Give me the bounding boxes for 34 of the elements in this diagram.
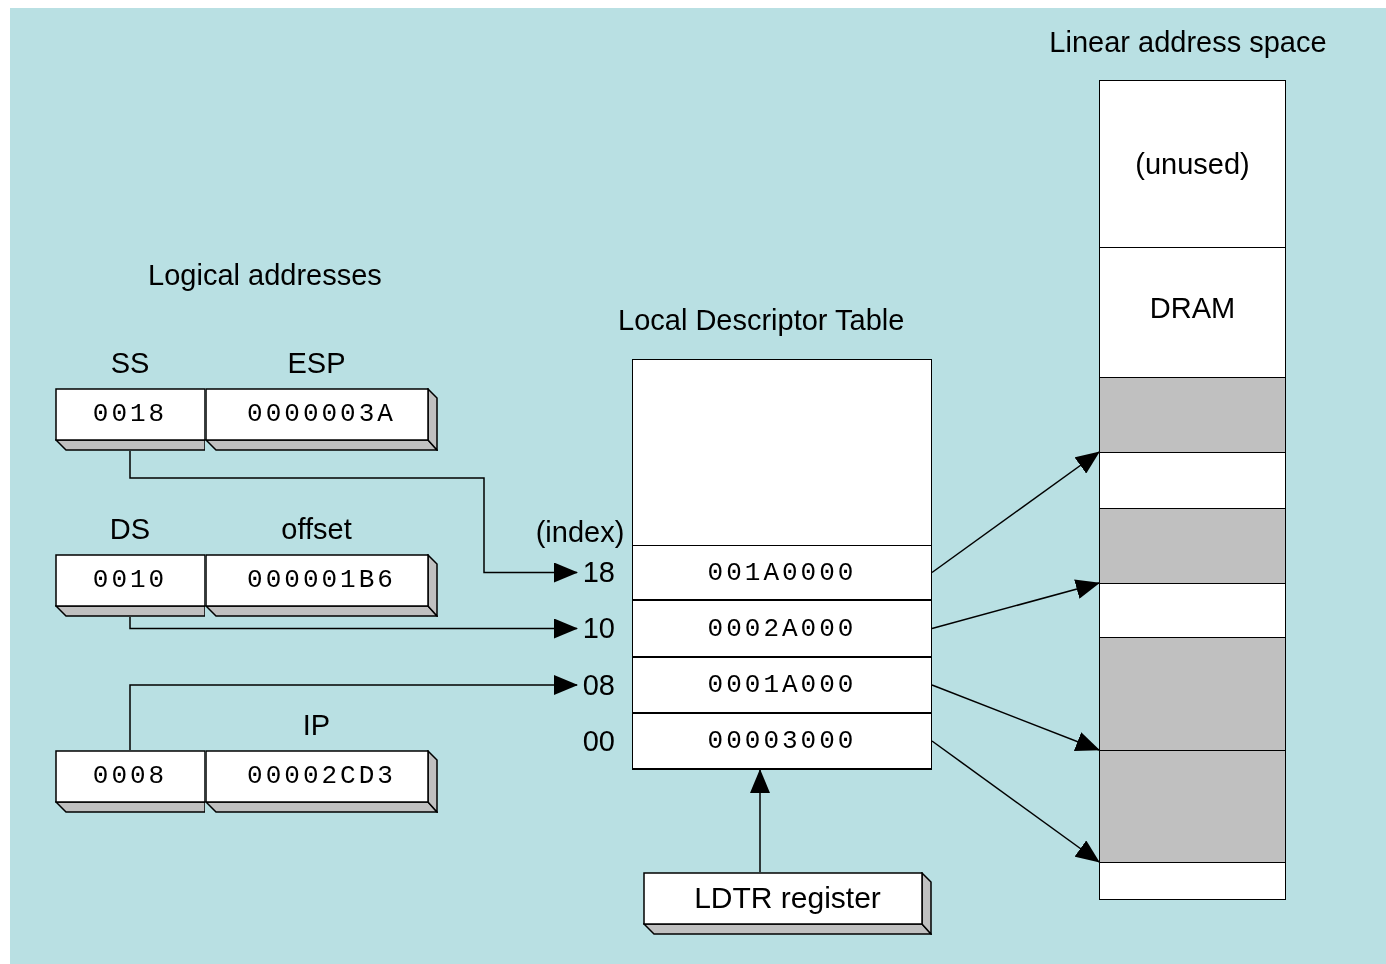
- table-row: 00003000: [632, 713, 932, 769]
- connector-arrow: [931, 451, 1100, 574]
- table-row: 001A0000: [632, 545, 932, 600]
- connector-arrow: [931, 684, 1100, 751]
- field-heading: DS: [108, 511, 152, 547]
- field-heading: IP: [301, 707, 332, 743]
- index-number: 00: [581, 723, 616, 759]
- memory-block: [1099, 377, 1286, 453]
- memory-block: [1099, 508, 1286, 584]
- memory-block: [1099, 452, 1286, 509]
- memory-region: (unused): [1099, 80, 1286, 248]
- table-row: 0002A000: [632, 600, 932, 657]
- connector-arrow: [129, 450, 578, 583]
- memory-block: [1099, 862, 1286, 900]
- table-row: 0001A000: [632, 657, 932, 713]
- index-number: 18: [581, 555, 616, 590]
- memory-region: DRAM: [1099, 247, 1286, 378]
- connector-arrow: [931, 579, 1100, 630]
- memory-block: [1099, 583, 1286, 638]
- memory-block: [1099, 750, 1286, 863]
- group-heading: Logical addresses: [147, 257, 383, 293]
- column-label: (index): [534, 514, 626, 550]
- column-heading: Local Descriptor Table: [618, 302, 905, 338]
- connector-arrow: [931, 740, 1100, 863]
- column-heading: Linear address space: [1048, 24, 1328, 60]
- connector-arrow: [129, 616, 578, 639]
- index-number: 08: [581, 667, 616, 703]
- index-number: 10: [581, 611, 616, 646]
- connector-arrow: [129, 675, 578, 751]
- connector-arrow: [750, 769, 770, 873]
- field-heading: SS: [109, 345, 151, 381]
- memory-block: [1099, 637, 1286, 751]
- field-heading: ESP: [286, 345, 347, 381]
- field-heading: offset: [280, 511, 353, 547]
